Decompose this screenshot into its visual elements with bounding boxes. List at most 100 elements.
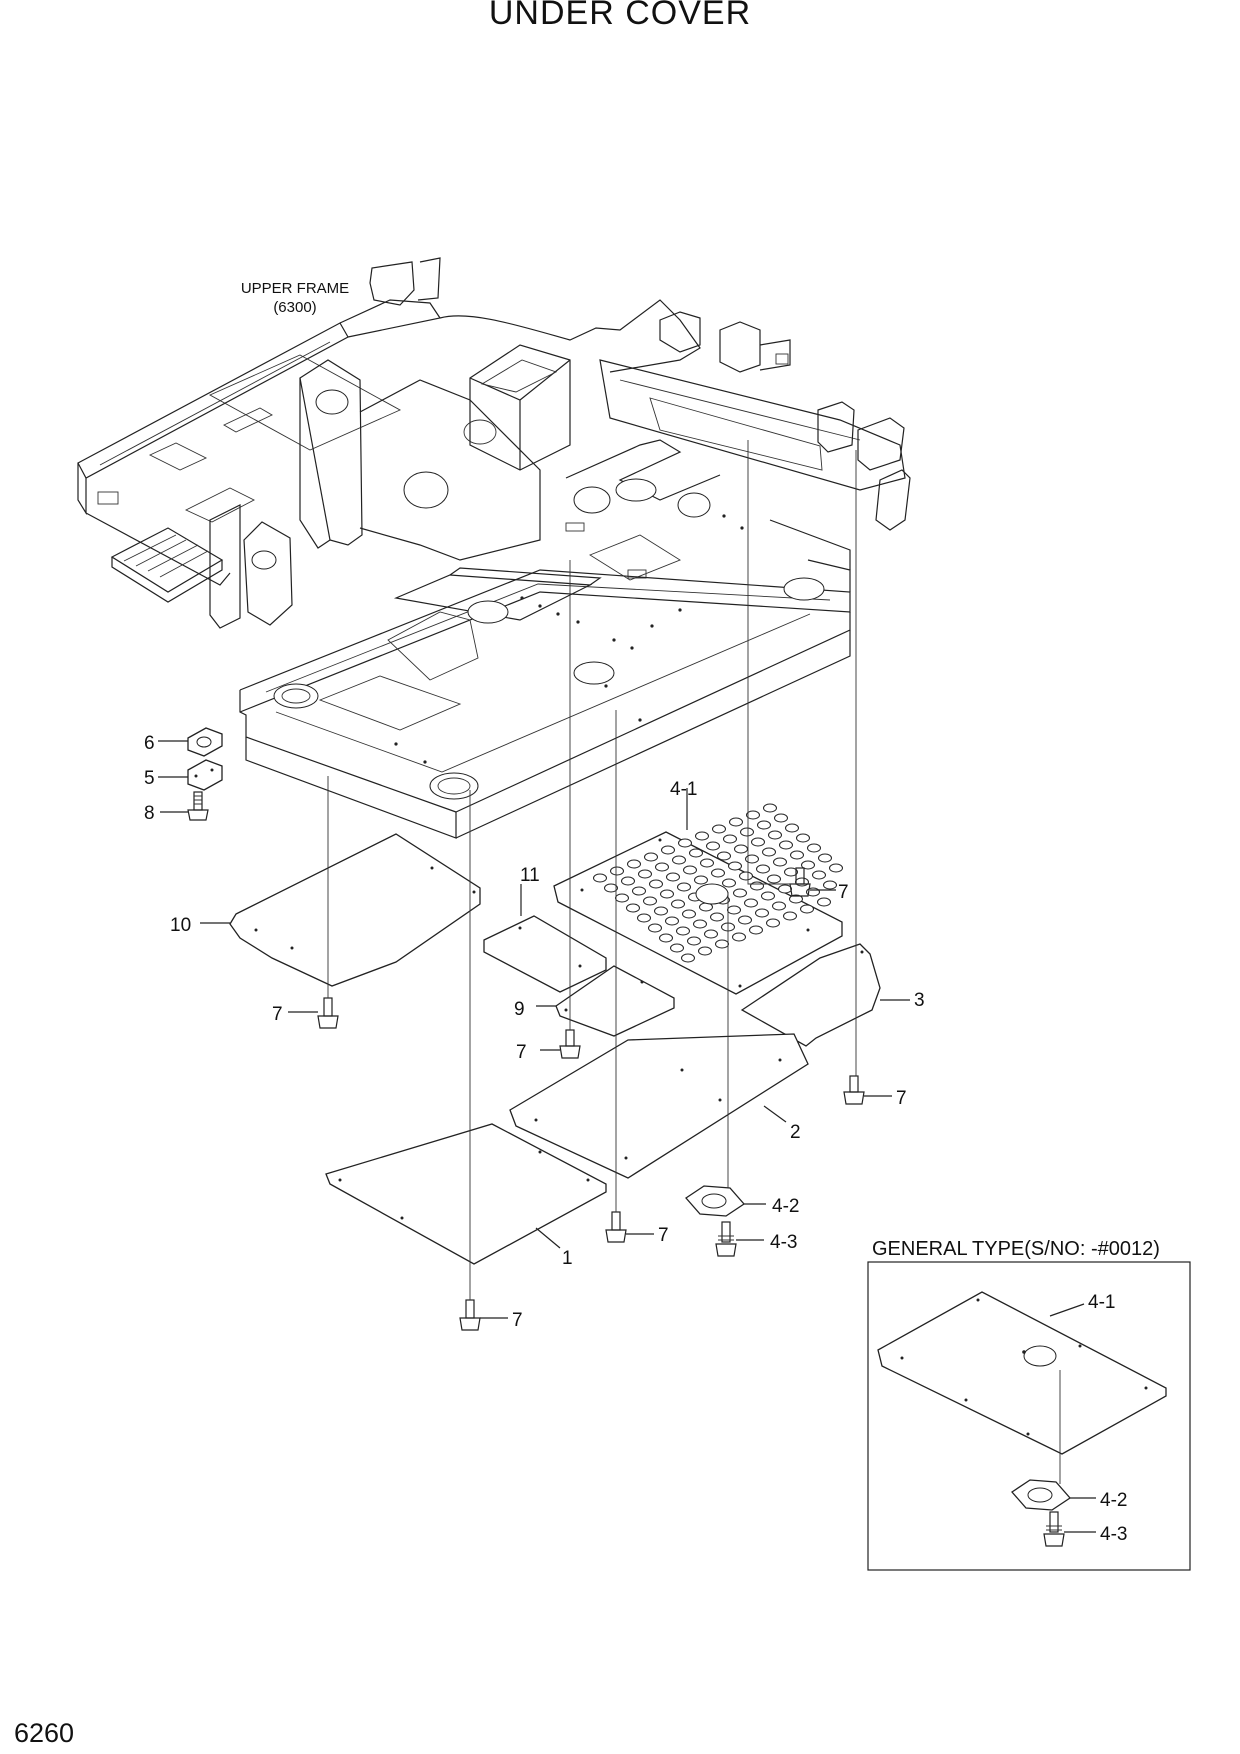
perforation-hole xyxy=(772,901,786,911)
perforation-hole xyxy=(666,872,680,882)
bolt-4-3 xyxy=(715,1221,764,1257)
perforation-hole xyxy=(610,866,624,876)
perforation-hole xyxy=(807,843,821,853)
perforation-hole xyxy=(695,831,709,841)
general-type-caption: GENERAL TYPE(S/NO: -#0012) xyxy=(872,1238,1160,1260)
perforation-hole xyxy=(698,946,712,956)
perforation-hole xyxy=(779,840,793,850)
perforation-hole xyxy=(812,870,826,880)
callout-7-c: 7 xyxy=(838,882,849,903)
perforation-hole xyxy=(795,877,809,887)
perforation-hole xyxy=(829,863,843,873)
perforation-pattern xyxy=(593,803,843,963)
perforation-hole xyxy=(654,906,668,916)
perforation-hole xyxy=(711,868,725,878)
callout-3: 3 xyxy=(914,990,925,1011)
perforation-hole xyxy=(750,881,764,891)
upper-frame-ref: (6300) xyxy=(273,299,317,316)
perforation-hole xyxy=(778,884,792,894)
perforation-hole xyxy=(789,894,803,904)
perforation-hole xyxy=(734,844,748,854)
callout-4-1: 4-1 xyxy=(670,779,697,800)
bolt-7-d xyxy=(843,450,892,1105)
bolt-7-b xyxy=(540,560,581,1059)
general-callout-4-3: 4-3 xyxy=(1100,1524,1127,1545)
perforation-hole xyxy=(755,908,769,918)
perforation-hole xyxy=(648,923,662,933)
upper-frame-drawing xyxy=(77,257,911,839)
perforation-hole xyxy=(660,889,674,899)
callout-6: 6 xyxy=(144,733,155,754)
perforation-hole xyxy=(676,926,690,936)
cover-10 xyxy=(200,833,481,987)
perforation-hole xyxy=(670,943,684,953)
perforation-hole xyxy=(615,893,629,903)
perforation-hole xyxy=(694,875,708,885)
page-title: UNDER COVER xyxy=(488,0,752,32)
cover-11 xyxy=(483,884,607,993)
cover-2 xyxy=(509,1033,809,1179)
upper-frame-name: UPPER FRAME xyxy=(240,280,350,297)
perforation-hole xyxy=(738,915,752,925)
bolt-7-c xyxy=(747,440,836,897)
cover-plate-6 xyxy=(158,727,223,757)
perforation-hole xyxy=(785,823,799,833)
perforation-hole xyxy=(700,858,714,868)
perforation-hole xyxy=(756,864,770,874)
cover-1 xyxy=(325,1123,607,1265)
perforation-hole xyxy=(773,857,787,867)
perforation-hole xyxy=(763,803,777,813)
callout-7-a: 7 xyxy=(272,1004,283,1025)
perforation-hole xyxy=(740,827,754,837)
perforation-hole xyxy=(722,878,736,888)
perforation-hole xyxy=(682,909,696,919)
bolt-7-a xyxy=(288,776,339,1029)
bolt-7-e xyxy=(605,710,654,1243)
perforation-hole xyxy=(693,919,707,929)
perforation-hole xyxy=(677,882,691,892)
flange-4-2 xyxy=(685,892,766,1217)
perforation-hole xyxy=(681,953,695,963)
perforation-hole xyxy=(733,888,747,898)
perforation-hole xyxy=(627,859,641,869)
perforation-hole xyxy=(757,820,771,830)
callout-8: 8 xyxy=(144,803,155,824)
perforation-hole xyxy=(745,854,759,864)
callout-10: 10 xyxy=(170,915,191,936)
perforation-hole xyxy=(728,861,742,871)
perforation-hole xyxy=(818,853,832,863)
callout-4-3: 4-3 xyxy=(770,1232,797,1253)
perforation-hole xyxy=(643,896,657,906)
perforation-hole xyxy=(790,850,804,860)
perforation-hole xyxy=(766,918,780,928)
perforation-hole xyxy=(727,905,741,915)
perforation-hole xyxy=(784,867,798,877)
perforation-hole xyxy=(671,899,685,909)
perforation-hole xyxy=(687,936,701,946)
callout-7-f: 7 xyxy=(512,1310,523,1331)
cover-9 xyxy=(536,965,675,1037)
perforation-hole xyxy=(659,933,673,943)
perforation-hole xyxy=(637,913,651,923)
general-callout-4-2: 4-2 xyxy=(1100,1490,1127,1511)
cover-3 xyxy=(740,943,910,1047)
perforation-hole xyxy=(801,860,815,870)
perforation-hole xyxy=(593,873,607,883)
perforation-hole xyxy=(655,862,669,872)
bolt-7-f xyxy=(459,790,508,1331)
perforation-hole xyxy=(717,851,731,861)
perforation-hole xyxy=(783,911,797,921)
cover-plate-5 xyxy=(158,759,223,791)
perforation-hole xyxy=(729,817,743,827)
perforation-hole xyxy=(626,903,640,913)
perforation-hole xyxy=(621,876,635,886)
perforation-hole xyxy=(823,880,837,890)
sheet-number: 6260 xyxy=(14,1718,75,1748)
perforation-hole xyxy=(732,932,746,942)
perforation-hole xyxy=(649,879,663,889)
callout-5: 5 xyxy=(144,768,155,789)
callout-7-b: 7 xyxy=(516,1042,527,1063)
callout-2: 2 xyxy=(790,1122,801,1143)
perforation-hole xyxy=(768,830,782,840)
